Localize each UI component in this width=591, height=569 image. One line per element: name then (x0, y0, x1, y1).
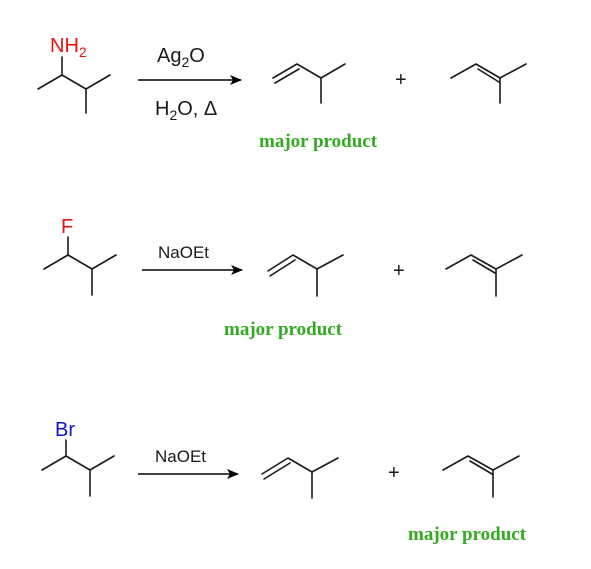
reaction-1-reagent-bottom: H2O, Δ (155, 98, 217, 123)
reactant-3-skeleton (41, 439, 115, 497)
reaction-3-major-label: major product (408, 524, 527, 545)
product-1b-skeleton (450, 63, 527, 104)
reaction-3: Br NaOEt + major product (41, 419, 527, 545)
reactant-2-skeleton (43, 236, 117, 296)
product-2a-skeleton (267, 254, 344, 297)
reaction-1-major-label: major product (259, 131, 378, 152)
reaction-3-plus: + (388, 462, 400, 484)
reactant-1-substituent: NH2 (50, 35, 87, 60)
reaction-1-reagent-top: Ag2O (157, 45, 205, 70)
reactant-3-substituent: Br (55, 419, 75, 441)
reaction-3-reagent-top: NaOEt (155, 447, 206, 466)
product-1a-skeleton (272, 63, 346, 104)
reactant-2-substituent: F (61, 216, 73, 238)
reaction-2-major-label: major product (224, 319, 343, 340)
product-3b-skeleton (442, 455, 520, 498)
product-3a-skeleton (261, 457, 339, 499)
reaction-1: NH2 Ag2O H2O, Δ + major product (37, 35, 527, 152)
reaction-2-reagent-top: NaOEt (158, 243, 209, 262)
reactant-1-skeleton (37, 56, 111, 114)
product-2b-skeleton (445, 254, 523, 297)
reaction-2: F NaOEt + major product (43, 216, 523, 340)
reaction-1-plus: + (395, 69, 407, 91)
reaction-2-plus: + (393, 260, 405, 282)
